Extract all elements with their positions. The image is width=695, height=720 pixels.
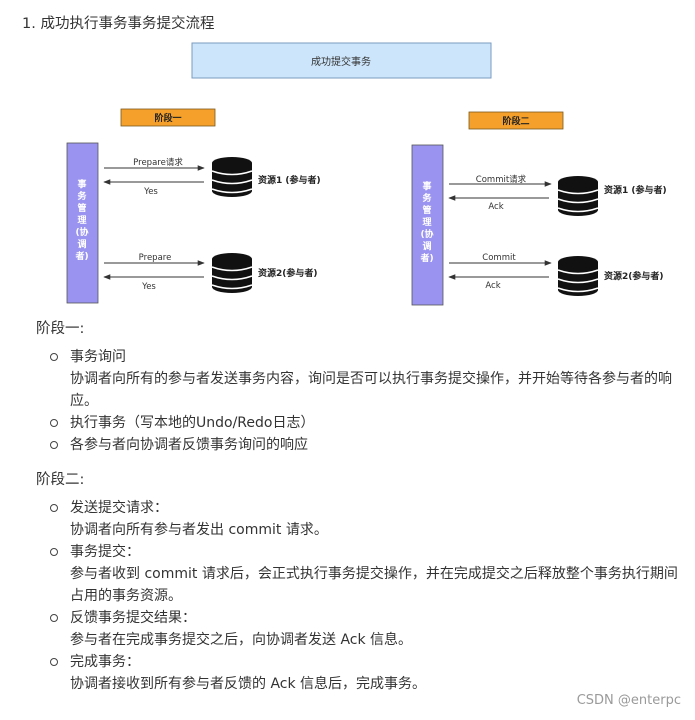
list-item-desc: 协调者向所有的参与者发送事务内容，询问是否可以执行事务提交操作，并开始等待各参与… — [70, 371, 672, 409]
svg-text:(协: (协 — [75, 226, 88, 238]
list-item: 完成事务： 协调者接收到所有参与者反馈的 Ack 信息后，完成事务。 — [50, 651, 680, 695]
svg-text:者): 者) — [74, 250, 88, 262]
phase1-coordinator-label: 事 务 管 理 (协 调 者) — [74, 178, 88, 262]
phase1-list: 事务询问 协调者向所有的参与者发送事务内容，询问是否可以执行事务提交操作，并开始… — [50, 346, 680, 456]
list-item-title: 事务提交： — [70, 544, 140, 560]
svg-text:务: 务 — [77, 190, 87, 202]
bullet-icon — [50, 419, 58, 427]
list-item: 反馈事务提交结果： 参与者在完成事务提交之后，向协调者发送 Ack 信息。 — [50, 607, 680, 651]
list-item-title: 反馈事务提交结果： — [70, 610, 196, 626]
phase1-reply-label-1: Yes — [143, 187, 158, 197]
phase2-resource1-label: 资源1 (参与者) — [604, 184, 667, 196]
two-phase-commit-diagram: 成功提交事务 阶段一 事 务 管 理 (协 调 者) Prepare请求 Yes… — [66, 42, 667, 306]
bullet-icon — [50, 614, 58, 622]
success-commit-box — [191, 42, 492, 79]
phase1-request-label-2: Prepare — [139, 253, 172, 263]
list-item-title: 各参与者向协调者反馈事务询问的响应 — [70, 437, 308, 453]
phase2-label: 阶段二 — [502, 115, 529, 127]
section-heading: 1. 成功执行事务事务提交流程 — [22, 16, 215, 32]
watermark: CSDN @enterpc — [576, 693, 681, 708]
svg-text:者): 者) — [419, 252, 433, 264]
list-item-desc: 协调者接收到所有参与者反馈的 Ack 信息后，完成事务。 — [70, 676, 427, 692]
list-item: 事务提交： 参与者收到 commit 请求后，会正式执行事务提交操作，并在完成提… — [50, 541, 680, 607]
phase1-label-box — [120, 108, 216, 127]
bullet-icon — [50, 658, 58, 666]
list-item-title: 完成事务： — [70, 654, 140, 670]
phase1-reply-label-2: Yes — [141, 282, 156, 292]
svg-text:理: 理 — [77, 215, 86, 226]
list-item: 发送提交请求： 协调者向所有参与者发出 commit 请求。 — [50, 497, 680, 541]
list-item: 事务询问 协调者向所有的参与者发送事务内容，询问是否可以执行事务提交操作，并开始… — [50, 346, 680, 412]
list-item: 各参与者向协调者反馈事务询问的响应 — [50, 434, 680, 456]
svg-text:(协: (协 — [420, 228, 433, 240]
svg-text:调: 调 — [422, 240, 431, 252]
list-item-desc: 参与者在完成事务提交之后，向协调者发送 Ack 信息。 — [70, 632, 413, 648]
bullet-icon — [50, 548, 58, 556]
phase2-database-icon-2 — [557, 255, 599, 297]
phase1-resource2-label: 资源2(参与者) — [258, 267, 318, 279]
phase1-database-icon-1 — [211, 156, 253, 198]
svg-text:事: 事 — [77, 178, 86, 190]
success-commit-label: 成功提交事务 — [311, 55, 371, 68]
bullet-icon — [50, 441, 58, 449]
list-item-desc: 协调者向所有参与者发出 commit 请求。 — [70, 522, 328, 538]
list-item: 执行事务（写本地的Undo/Redo日志） — [50, 412, 680, 434]
phase1-database-icon-2 — [211, 252, 253, 294]
phase2-request-label-2: Commit — [482, 253, 516, 263]
svg-text:理: 理 — [422, 217, 431, 228]
phase2-coordinator-label: 事 务 管 理 (协 调 者) — [419, 180, 433, 264]
phase2-label-box — [468, 111, 564, 130]
phase1-title: 阶段一: — [36, 321, 85, 337]
phase1-label: 阶段一 — [154, 112, 181, 124]
phase1-coordinator — [66, 142, 99, 304]
phase2-list: 发送提交请求： 协调者向所有参与者发出 commit 请求。 事务提交： 参与者… — [50, 497, 680, 695]
phase1-resource1-label: 资源1 (参与者) — [258, 174, 321, 186]
phase2-title: 阶段二: — [36, 472, 85, 488]
phase2-database-icon-1 — [557, 175, 599, 217]
phase2-request-label-1: Commit请求 — [476, 174, 527, 185]
svg-text:务: 务 — [422, 192, 432, 204]
bullet-icon — [50, 504, 58, 512]
list-item-title: 发送提交请求： — [70, 500, 168, 516]
phase2-reply-label-1: Ack — [488, 202, 503, 212]
list-item-title: 事务询问 — [70, 349, 126, 365]
phase2-coordinator — [411, 144, 444, 306]
bullet-icon — [50, 353, 58, 361]
list-item-title: 执行事务（写本地的Undo/Redo日志） — [70, 415, 315, 431]
svg-text:事: 事 — [422, 180, 431, 192]
svg-text:调: 调 — [77, 238, 86, 250]
svg-text:管: 管 — [422, 204, 431, 216]
list-item-desc: 参与者收到 commit 请求后，会正式执行事务提交操作，并在完成提交之后释放整… — [70, 566, 678, 604]
phase2-reply-label-2: Ack — [485, 281, 500, 291]
svg-text:管: 管 — [77, 202, 86, 214]
phase1-request-label-1: Prepare请求 — [133, 157, 183, 168]
phase2-resource2-label: 资源2(参与者) — [604, 270, 664, 282]
